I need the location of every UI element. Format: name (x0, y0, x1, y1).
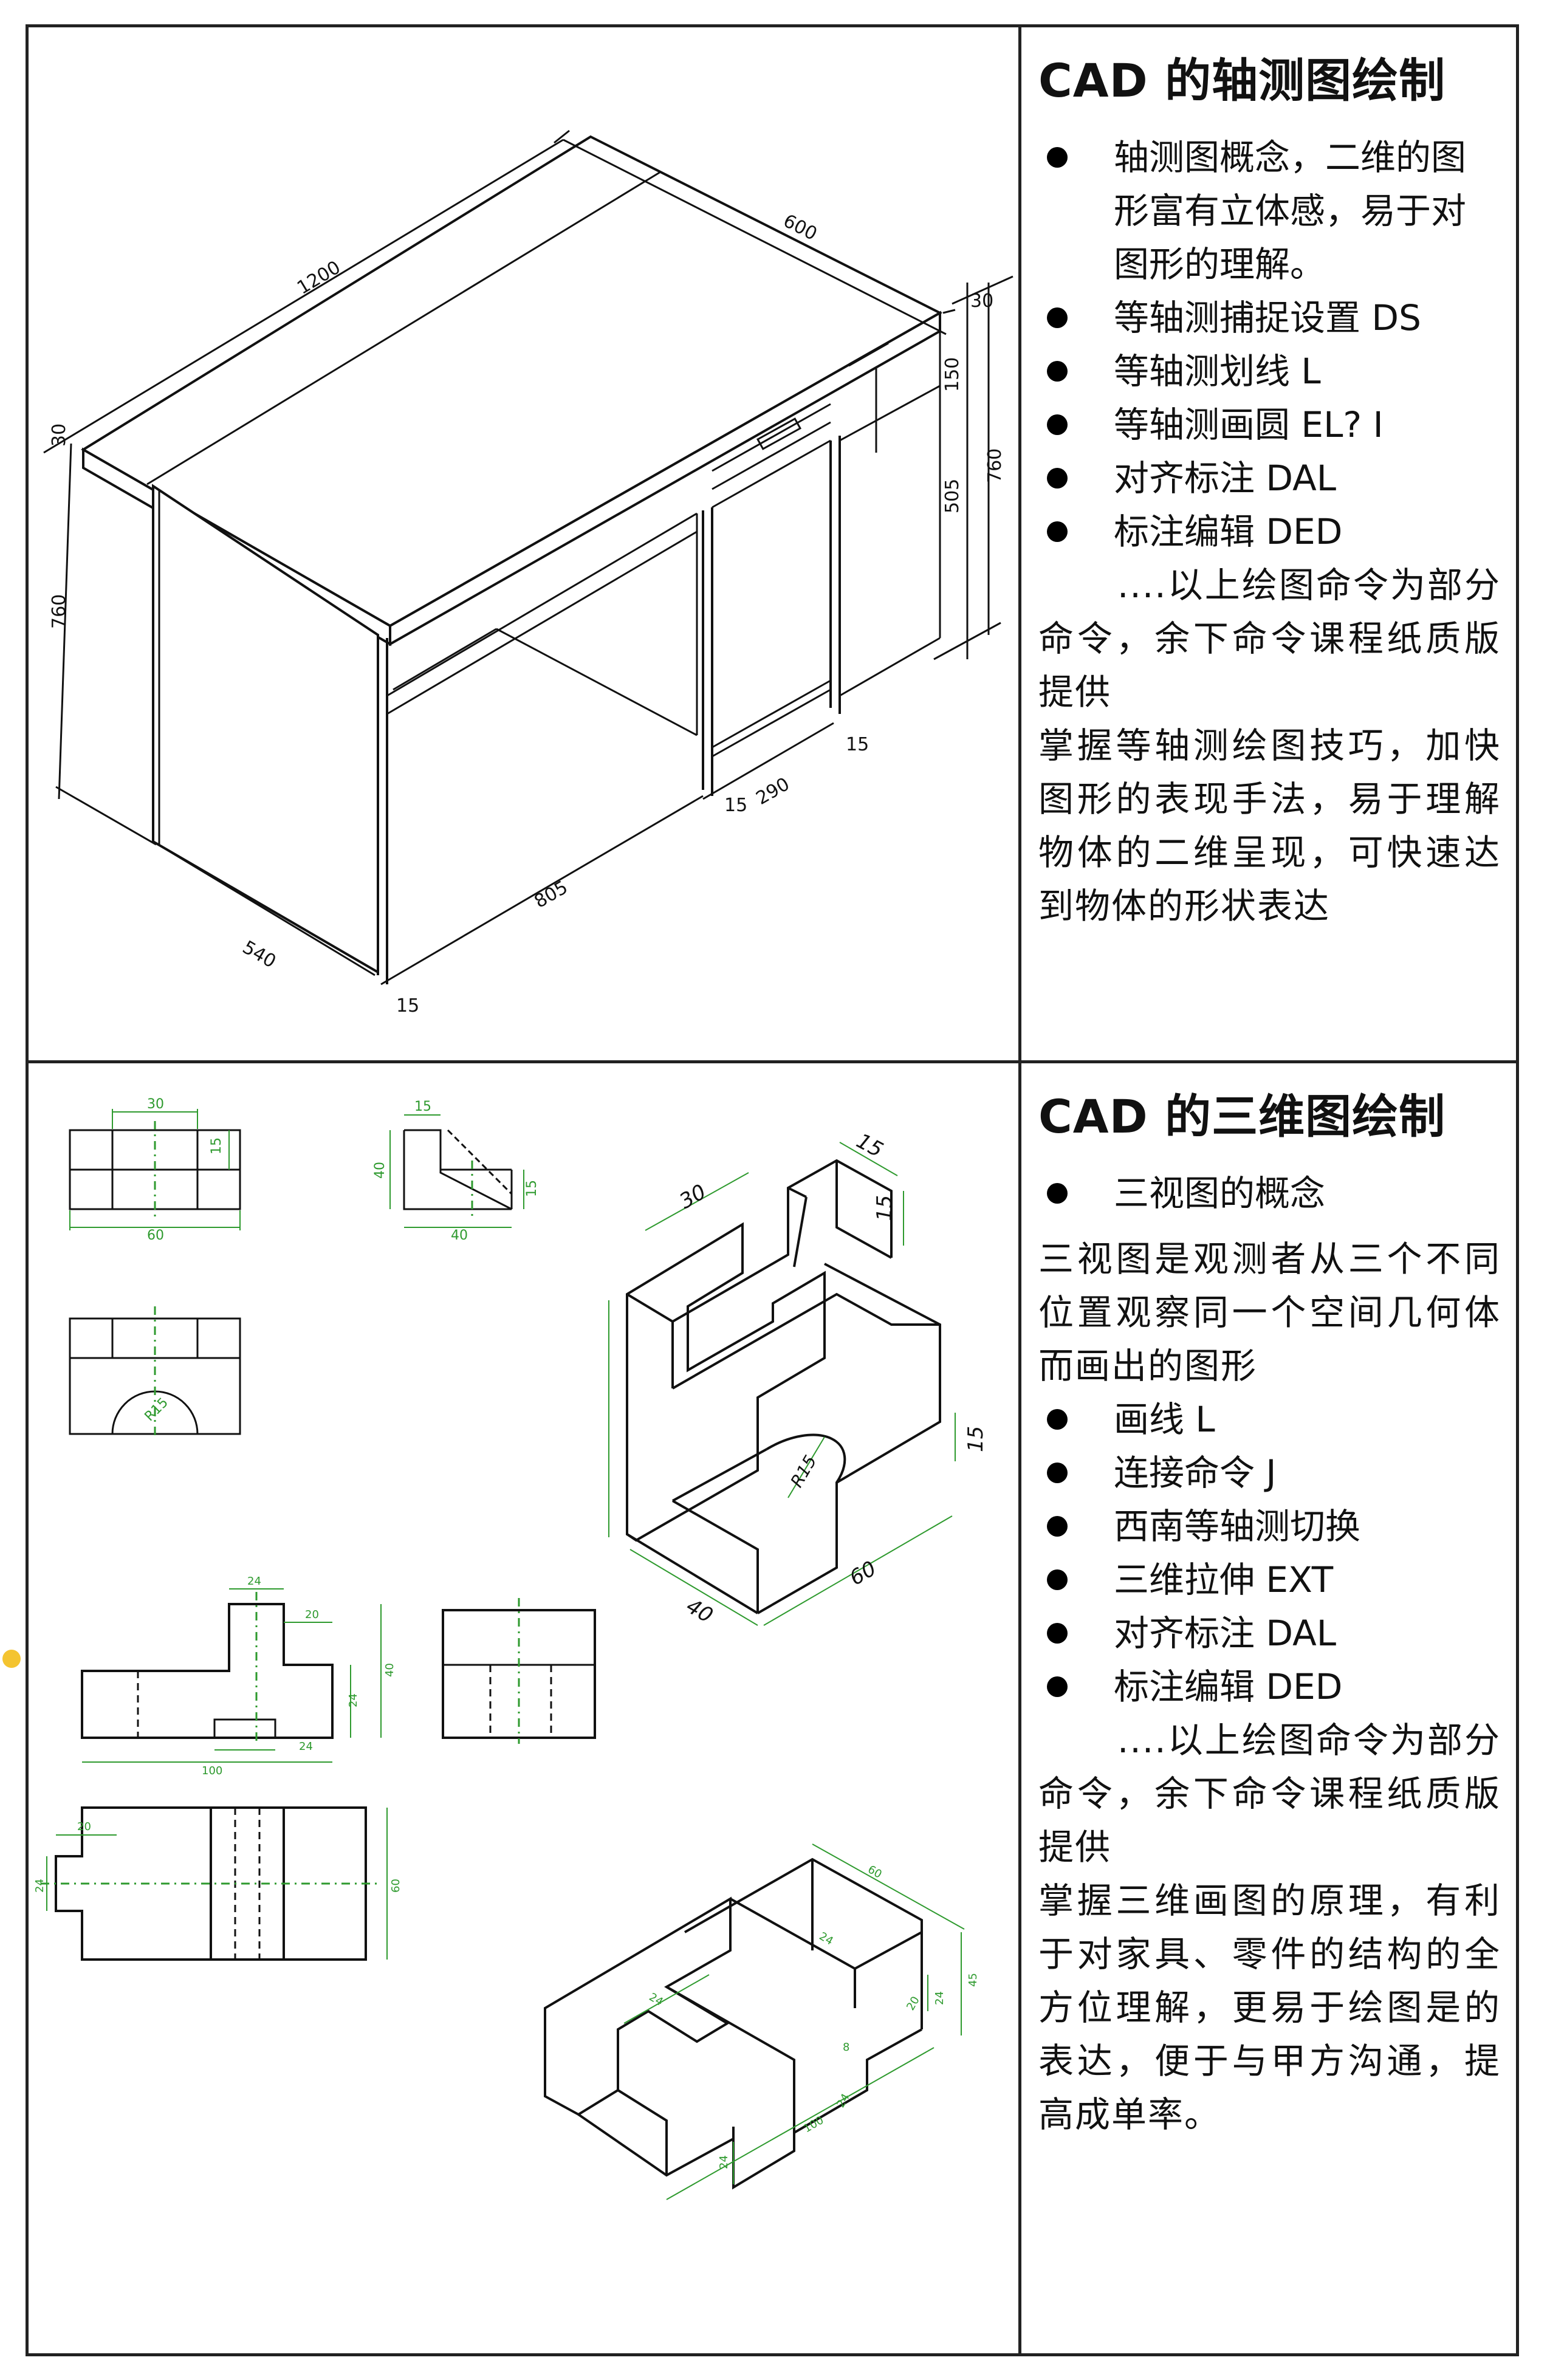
section2-bullet-list: 画线 L 连接命令 J 西南等轴测切换 三维拉伸 EXT 对齐标注 DAL 标注… (1038, 1393, 1501, 1713)
dim-view-30: 30 (147, 1097, 164, 1112)
content-table (26, 24, 1519, 2356)
dim-505: 505 (942, 479, 963, 513)
list-item: 等轴测划线 L (1038, 345, 1501, 398)
list-item: 轴测图概念，二维的图形富有立体感，易于对图形的理解。 (1038, 131, 1501, 291)
desk-isometric-drawing: 1200 600 30 30 150 505 760 760 540 805 2… (29, 27, 1018, 1060)
list-item: 画线 L (1038, 1393, 1501, 1446)
section1-bullet-list: 轴测图概念，二维的图形富有立体感，易于对图形的理解。 等轴测捕捉设置 DS 等轴… (1038, 131, 1501, 558)
iso-dim-r15: R15 (786, 1452, 820, 1490)
list-item: 标注编辑 DED (1038, 1660, 1501, 1713)
section2-definition: 三视图是观测者从三个不同位置观察同一个空间几何体而画出的图形 (1038, 1238, 1501, 1387)
column-divider (1018, 24, 1021, 2356)
dim-view-15a: 15 (209, 1137, 224, 1154)
dim-p20: 20 (77, 1820, 91, 1833)
dim-q24b: 24 (933, 1991, 946, 2005)
dim-b40: 40 (383, 1663, 396, 1677)
list-item: 等轴测画圆 EL? I (1038, 398, 1501, 451)
section1-note: ....以上绘图命令为部分命令，余下命令课程纸质版提供 (1038, 564, 1501, 713)
dim-15-leg: 15 (396, 995, 419, 1017)
dim-760-right: 760 (984, 448, 1006, 483)
iso-dim-15-end: 15 (964, 1426, 988, 1452)
dim-p24: 24 (33, 1879, 46, 1893)
three-view-drawings: 30 15 60 15 40 15 40 R15 15 30 15 15 40 … (29, 1063, 1018, 2353)
list-item: 三视图的概念 (1038, 1167, 1501, 1220)
dim-760-left: 760 (49, 594, 70, 629)
dim-q45: 45 (967, 1973, 979, 1987)
dim-view-15c: 15 (524, 1180, 540, 1197)
dim-805: 805 (531, 877, 572, 913)
dim-15-pedestal: 15 (724, 795, 747, 816)
iso-dim-15-right: 15 (873, 1195, 897, 1221)
section1-text-cell: CAD 的轴测图绘制 轴测图概念，二维的图形富有立体感，易于对图形的理解。 等轴… (1021, 27, 1519, 1060)
list-item: 连接命令 J (1038, 1446, 1501, 1500)
dim-view-15b: 15 (414, 1099, 431, 1114)
dim-q60: 60 (866, 1863, 884, 1881)
section2-summary: 掌握三维画图的原理，有利于对家具、零件的结构的全方位理解，更易于绘图是的表达，便… (1038, 1880, 1501, 2135)
section2-title: CAD 的三维图绘制 (1038, 1089, 1446, 1144)
dim-b24b: 24 (347, 1693, 360, 1707)
dim-radius: R15 (142, 1395, 171, 1424)
list-item: 标注编辑 DED (1038, 505, 1501, 558)
section2-concept-list: 三视图的概念 (1038, 1167, 1501, 1220)
dim-15-right: 15 (846, 734, 869, 755)
dim-30-left: 30 (49, 424, 70, 447)
list-item: 三维拉伸 EXT (1038, 1553, 1501, 1607)
list-item: 对齐标注 DAL (1038, 451, 1501, 505)
dim-q24e: 24 (718, 2155, 730, 2169)
dim-view-40b: 40 (451, 1228, 468, 1243)
iso-dim-60: 60 (846, 1557, 880, 1591)
dim-b24c: 24 (299, 1740, 313, 1753)
dim-p60: 60 (389, 1879, 402, 1893)
list-item: 西南等轴测切换 (1038, 1500, 1501, 1553)
iso-dim-15-top: 15 (852, 1129, 887, 1163)
dim-q20: 20 (904, 1994, 922, 2012)
section1-title: CAD 的轴测图绘制 (1038, 53, 1446, 108)
dim-540: 540 (239, 937, 279, 973)
list-item: 等轴测捕捉设置 DS (1038, 291, 1501, 345)
dim-150: 150 (942, 357, 963, 392)
dim-b100: 100 (202, 1764, 222, 1777)
dim-b24: 24 (247, 1575, 261, 1588)
dim-view-60: 60 (147, 1228, 164, 1243)
section2-text-cell: CAD 的三维图绘制 三视图的概念 三视图是观测者从三个不同位置观察同一个空间几… (1021, 1063, 1519, 2353)
dim-290: 290 (753, 773, 794, 809)
section2-note: ....以上绘图命令为部分命令，余下命令课程纸质版提供 (1038, 1720, 1501, 1868)
iso-dim-30: 30 (676, 1180, 710, 1214)
dim-view-40a: 40 (372, 1162, 388, 1179)
dim-q8: 8 (843, 2041, 849, 2054)
decorative-dot (2, 1650, 21, 1668)
dim-30-right: 30 (970, 290, 993, 312)
iso-dim-40: 40 (682, 1594, 717, 1628)
dim-b20: 20 (305, 1608, 319, 1621)
row-divider (26, 1060, 1519, 1063)
dim-q24: 24 (817, 1930, 835, 1948)
section1-summary: 掌握等轴测绘图技巧，加快图形的表现手法，易于理解物体的二维呈现，可快速达到物体的… (1038, 725, 1501, 927)
list-item: 对齐标注 DAL (1038, 1607, 1501, 1660)
